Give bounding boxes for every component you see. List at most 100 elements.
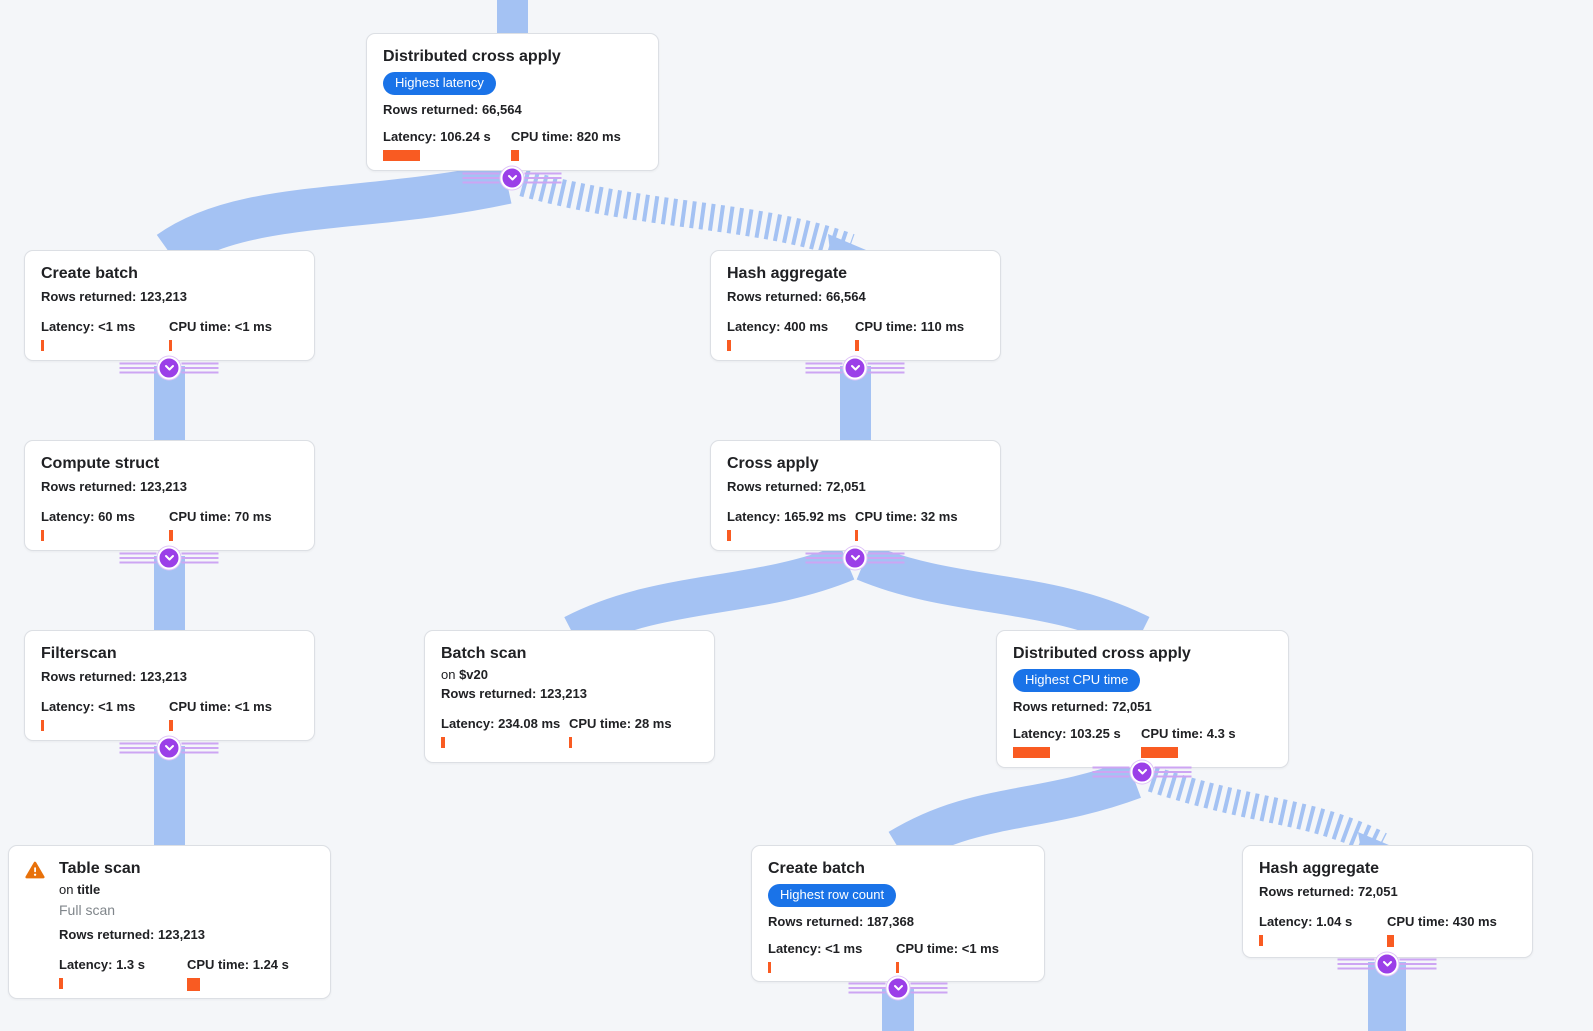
- plan-node-create-batch-1[interactable]: Create batch Rows returned: 123,213 Late…: [24, 250, 315, 361]
- expand-node-button[interactable]: [462, 166, 562, 190]
- latency-label: Latency: 234.08 ms: [441, 716, 561, 731]
- highest-cpu-time-badge: Highest CPU time: [1013, 669, 1141, 692]
- latency-label: Latency: <1 ms: [41, 699, 136, 714]
- latency-label: Latency: 60 ms: [41, 509, 135, 524]
- latency-bar: [1013, 747, 1050, 758]
- distribution-lines-left: [119, 552, 157, 564]
- node-title: Hash aggregate: [727, 265, 848, 282]
- distribution-lines-left: [462, 172, 500, 184]
- plan-node-create-batch-2[interactable]: Create batch Highest row count Rows retu…: [751, 845, 1045, 982]
- cpu-time-bar: [855, 530, 858, 541]
- plan-node-batch-scan[interactable]: Batch scan on $v20 Rows returned: 123,21…: [424, 630, 715, 763]
- cpu-time-label: CPU time: <1 ms: [169, 319, 272, 334]
- rows-returned: Rows returned: 123,213: [59, 927, 205, 942]
- highest-latency-badge: Highest latency: [383, 72, 496, 95]
- plan-node-filterscan[interactable]: Filterscan Rows returned: 123,213 Latenc…: [24, 630, 315, 741]
- distribution-lines-right: [867, 552, 905, 564]
- latency-bar: [41, 530, 44, 541]
- expand-node-button[interactable]: [805, 356, 905, 380]
- latency-bar: [383, 150, 420, 161]
- expand-node-button[interactable]: [1337, 952, 1437, 976]
- rows-returned: Rows returned: 66,564: [727, 289, 866, 304]
- plan-node-hash-aggregate-1[interactable]: Hash aggregate Rows returned: 66,564 Lat…: [710, 250, 1001, 361]
- distribution-lines-left: [848, 982, 886, 994]
- rows-returned: Rows returned: 123,213: [41, 479, 187, 494]
- chevron-down-icon: [157, 356, 181, 380]
- latency-label: Latency: 1.04 s: [1259, 914, 1353, 929]
- expand-node-button[interactable]: [1092, 760, 1192, 784]
- latency-bar: [768, 962, 771, 973]
- distribution-lines-right: [524, 172, 562, 184]
- cpu-time-label: CPU time: 110 ms: [855, 319, 965, 334]
- node-title: Filterscan: [41, 645, 117, 662]
- full-scan-warning-icon: [25, 859, 47, 991]
- plan-node-distributed-cross-apply-2[interactable]: Distributed cross apply Highest CPU time…: [996, 630, 1289, 768]
- rows-returned: Rows returned: 72,051: [1013, 699, 1152, 714]
- latency-label: Latency: 106.24 s: [383, 129, 491, 144]
- distribution-lines-right: [867, 362, 905, 374]
- distribution-lines-right: [181, 362, 219, 374]
- rows-returned: Rows returned: 187,368: [768, 914, 914, 929]
- latency-label: Latency: 1.3 s: [59, 957, 145, 972]
- latency-label: Latency: 400 ms: [727, 319, 829, 334]
- plan-node-distributed-cross-apply-1[interactable]: Distributed cross apply Highest latency …: [366, 33, 659, 171]
- cpu-time-label: CPU time: <1 ms: [169, 699, 272, 714]
- distribution-lines-left: [805, 362, 843, 374]
- rows-returned: Rows returned: 123,213: [41, 289, 187, 304]
- expand-node-button[interactable]: [848, 976, 948, 1000]
- node-title: Batch scan: [441, 645, 527, 662]
- rows-returned: Rows returned: 72,051: [1259, 884, 1398, 899]
- node-title: Create batch: [41, 265, 138, 282]
- distribution-lines-right: [1154, 766, 1192, 778]
- distribution-lines-right: [181, 552, 219, 564]
- rows-returned: Rows returned: 123,213: [441, 686, 587, 701]
- cpu-time-label: CPU time: 28 ms: [569, 716, 672, 731]
- chevron-down-icon: [843, 546, 867, 570]
- edge-dca1-to-hash-aggregate-tip: [828, 234, 866, 252]
- chevron-down-icon: [1375, 952, 1399, 976]
- distribution-lines-right: [1399, 958, 1437, 970]
- edge-dca1-to-create-batch: [156, 162, 512, 270]
- expand-node-button[interactable]: [119, 356, 219, 380]
- cpu-time-bar: [169, 720, 173, 731]
- expand-node-button[interactable]: [119, 546, 219, 570]
- latency-label: Latency: 165.92 ms: [727, 509, 847, 524]
- distribution-lines-left: [119, 362, 157, 374]
- chevron-down-icon: [886, 976, 910, 1000]
- plan-node-hash-aggregate-2[interactable]: Hash aggregate Rows returned: 72,051 Lat…: [1242, 845, 1533, 958]
- cpu-time-label: CPU time: 430 ms: [1387, 914, 1497, 929]
- latency-bar: [59, 978, 63, 989]
- cpu-time-label: CPU time: <1 ms: [896, 941, 999, 956]
- cpu-time-label: CPU time: 1.24 s: [187, 957, 289, 972]
- rows-returned: Rows returned: 123,213: [41, 669, 187, 684]
- latency-bar: [727, 530, 731, 541]
- edge-cross-apply-to-dca2: [856, 544, 1150, 652]
- latency-bar: [441, 737, 445, 748]
- distribution-lines-right: [181, 742, 219, 754]
- expand-node-button[interactable]: [805, 546, 905, 570]
- cpu-time-label: CPU time: 70 ms: [169, 509, 272, 524]
- latency-label: Latency: <1 ms: [41, 319, 136, 334]
- latency-bar: [1259, 935, 1263, 946]
- edge-dca2-to-hash-aggregate2: [1147, 766, 1387, 857]
- distribution-lines-left: [1337, 958, 1375, 970]
- node-title: Cross apply: [727, 455, 819, 472]
- node-title: Distributed cross apply: [1013, 645, 1191, 662]
- plan-node-compute-struct[interactable]: Compute struct Rows returned: 123,213 La…: [24, 440, 315, 551]
- full-scan-note: Full scan: [59, 902, 116, 918]
- cpu-time-bar: [511, 150, 519, 161]
- distribution-lines-left: [1092, 766, 1130, 778]
- highest-row-count-badge: Highest row count: [768, 884, 897, 907]
- cpu-time-bar: [855, 340, 859, 351]
- chevron-down-icon: [157, 546, 181, 570]
- latency-bar: [41, 720, 44, 731]
- plan-node-cross-apply[interactable]: Cross apply Rows returned: 72,051 Latenc…: [710, 440, 1001, 551]
- chevron-down-icon: [1130, 760, 1154, 784]
- cpu-time-bar: [896, 962, 899, 973]
- expand-node-button[interactable]: [119, 736, 219, 760]
- plan-node-table-scan[interactable]: Table scan on title Full scan Rows retur…: [8, 845, 331, 999]
- edge-cross-apply-to-batch-scan: [564, 544, 855, 651]
- node-title: Distributed cross apply: [383, 48, 561, 65]
- scan-target: on $v20: [441, 667, 488, 682]
- cpu-time-bar: [1141, 747, 1178, 758]
